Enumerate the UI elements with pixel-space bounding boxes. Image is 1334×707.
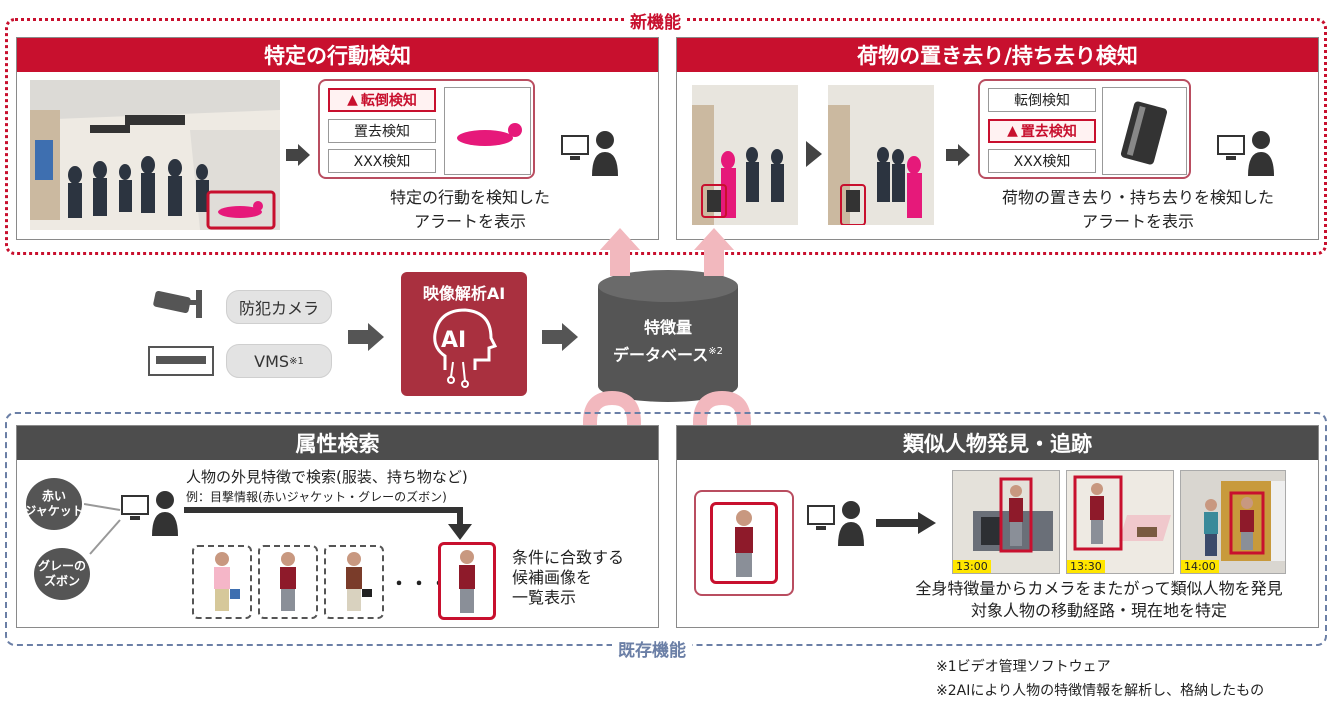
query-person-frame [694,490,794,596]
query-person-image[interactable] [710,502,778,584]
result-caption: 条件に合致する 候補画像を 一覧表示 [512,548,625,607]
operator-icon [561,131,618,176]
alert-item-xxx[interactable]: XXX検知 [328,149,436,173]
baggage-alert-window: 転倒検知 ▲置去検知 XXX検知 [978,79,1191,179]
footnote-2: ※2AIにより人物の特徴情報を解析し、格納したもの [936,683,1265,699]
chevron-right-icon [806,141,822,167]
arrow-up-icon [600,228,640,276]
suitcase-icon [1120,101,1168,165]
timestamp: 13:00 [953,560,991,573]
baggage-scene-image-2 [828,85,934,225]
person-figure-icon [280,552,296,611]
baggage-scene-image-1 [692,85,798,225]
ai-box-title: 映像解析AI [422,284,506,303]
person-figure-icon [346,552,372,611]
operator-icon [1217,131,1274,176]
ai-head-icon [433,308,497,388]
arrow-right-icon [542,323,578,351]
tracking-frame-2[interactable]: 13:30 [1066,470,1174,574]
tracking-caption: 全身特徴量からカメラをまたがって類似人物を発見 対象人物の移動経路・現在地を特定 [915,579,1283,620]
fallen-person-preview [444,87,531,175]
video-analysis-ai-box: 映像解析AI AI [401,272,527,396]
footnote-1: ※1ビデオ管理ソフトウェア [936,659,1111,675]
behavior-detection-title: 特定の行動検知 [17,38,658,72]
attribute-search-title: 属性検索 [17,426,658,460]
tracking-frame-3[interactable]: 14:00 [1180,470,1286,574]
station-scene-image [30,80,280,230]
tracking-frame-1[interactable]: 13:00 [952,470,1060,574]
candidate-image[interactable] [324,545,384,619]
arrow-right-icon [286,144,310,166]
baggage-caption: 荷物の置き去り・持ち去りを検知した アラートを表示 [1001,188,1274,231]
timestamp: 14:00 [1181,560,1219,573]
operator-icon [121,491,178,536]
security-camera-icon [153,290,202,318]
existing-features-label: 既存機能 [612,636,692,661]
connector-lines [84,503,121,555]
vms-device-icon [148,346,214,376]
alert-item-fall[interactable]: ▲転倒検知 [328,88,436,112]
warning-icon: ▲ [347,92,358,108]
more-candidates-ellipsis: ・・・ [390,574,450,595]
arrow-right-icon [946,144,970,166]
operator-icon [807,501,864,546]
ai-icon-text: AI [441,328,467,353]
alert-item-xxx[interactable]: XXX検知 [988,149,1096,173]
red-jacket-condition: 赤い ジャケット [24,478,84,530]
timestamp: 13:30 [1067,560,1105,573]
warning-icon: ▲ [1007,123,1018,139]
arrow-right-icon [876,512,936,534]
database-label: 特徴量 データベース※2 [613,318,723,365]
candidate-image[interactable] [258,545,318,619]
person-figure-icon [735,510,753,577]
suitcase-preview [1102,87,1187,175]
matched-candidate-image[interactable] [438,542,496,620]
candidate-image[interactable] [192,545,252,619]
arrow-up-icon [694,228,734,276]
gray-pants-condition: グレーの ズボン [34,548,90,600]
search-description: 人物の外見特徴で検索(服装、持ち物など) [186,468,468,486]
new-features-label: 新機能 [624,8,687,33]
vms-source-label: VMS※1 [226,344,332,378]
alert-item-abandon[interactable]: 置去検知 [328,119,436,143]
behavior-alert-window: ▲転倒検知 置去検知 XXX検知 [318,79,535,179]
alert-item-abandon[interactable]: ▲置去検知 [988,119,1096,143]
camera-scene-image [973,477,1053,553]
search-flow-arrow [184,507,472,540]
baggage-detection-title: 荷物の置き去り/持ち去り検知 [677,38,1318,72]
similar-person-title: 類似人物発見・追跡 [677,426,1318,460]
fallen-person-icon [457,123,522,146]
person-figure-icon [459,550,475,613]
camera-scene-image [1073,475,1171,551]
camera-scene-image [1204,481,1285,561]
behavior-caption: 特定の行動を検知した アラートを表示 [389,188,550,231]
camera-source-label: 防犯カメラ [226,290,332,324]
arrow-right-icon [348,323,384,351]
feature-database-icon [598,270,738,402]
person-figure-icon [214,552,240,611]
alert-item-fall[interactable]: 転倒検知 [988,88,1096,112]
search-example: 例：目撃情報(赤いジャケット・グレーのズボン) [186,490,447,504]
